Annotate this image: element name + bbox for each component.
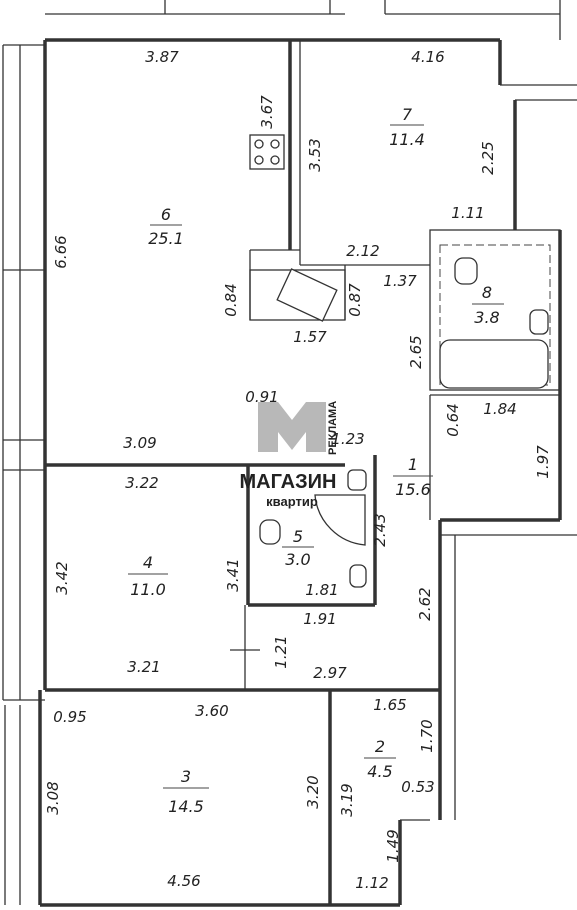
- dimension: 3.19: [338, 783, 356, 816]
- dimension: 3.42: [53, 561, 71, 594]
- dimension: 1.91: [303, 610, 336, 628]
- dimension: 0.91: [245, 388, 278, 406]
- dimension: 1.23: [331, 430, 364, 448]
- dimension-labels: 3.87 4.16 3.67 3.53 2.25 1.11 6.66 2.12 …: [44, 48, 552, 892]
- dimension: 0.84: [222, 283, 240, 316]
- dimension: 1.65: [373, 696, 406, 714]
- logo-mark-icon: [258, 402, 326, 452]
- dimension: 2.25: [479, 141, 497, 174]
- stove-icon: [249, 134, 285, 170]
- room-area: 3.8: [474, 308, 499, 327]
- room-area: 3.0: [285, 550, 310, 569]
- dimension: 3.53: [306, 138, 324, 171]
- room-number: 2: [375, 737, 385, 756]
- dimension: 1.37: [383, 272, 417, 290]
- dimension: 4.16: [411, 48, 444, 66]
- room-number: 6: [161, 205, 171, 224]
- dimension: 3.09: [123, 434, 156, 452]
- logo-side-text: РЕКЛАМА: [327, 401, 339, 455]
- dimension: 0.87: [346, 283, 364, 317]
- dimension: 3.41: [224, 558, 242, 591]
- room-number: 4: [143, 553, 153, 572]
- dimension: 1.12: [355, 874, 388, 892]
- dimension: 2.97: [313, 664, 347, 682]
- dimension: 6.66: [52, 235, 70, 268]
- room-area: 14.5: [168, 797, 204, 816]
- dimension: 1.84: [483, 400, 516, 418]
- dimension: 2.62: [416, 587, 434, 620]
- dimension: 2.43: [371, 513, 389, 546]
- dimension: 1.97: [534, 445, 552, 479]
- room-area: 15.6: [395, 480, 431, 499]
- logo: РЕКЛАМА МАГАЗИН квартир: [240, 401, 339, 509]
- logo-title: МАГАЗИН: [240, 471, 337, 493]
- dimension: 1.49: [384, 829, 402, 862]
- dimension: 3.67: [258, 95, 276, 129]
- dimension: 3.20: [304, 775, 322, 808]
- dimension: 0.64: [444, 403, 462, 436]
- dimension: 4.56: [167, 872, 200, 890]
- dimension: 3.87: [145, 48, 179, 66]
- dimension: 2.65: [407, 335, 425, 368]
- dimension: 2.12: [346, 242, 379, 260]
- dimension: 1.21: [272, 635, 290, 668]
- dimension: 3.08: [44, 781, 62, 814]
- room-number: 5: [293, 527, 303, 546]
- dimension: 0.95: [53, 708, 86, 726]
- dimension: 1.11: [451, 204, 484, 222]
- dimension: 3.22: [125, 474, 158, 492]
- dimension: 0.53: [401, 778, 434, 796]
- logo-subtitle: квартир: [266, 494, 318, 509]
- dimension: 3.21: [127, 658, 160, 676]
- room-area: 11.4: [389, 130, 425, 149]
- room-number: 8: [482, 283, 492, 302]
- room-area: 25.1: [148, 229, 184, 248]
- room-number: 3: [181, 767, 191, 786]
- dimension: 1.70: [418, 719, 436, 752]
- room-number: 1: [408, 455, 418, 474]
- dimension: 3.60: [195, 702, 228, 720]
- dimension: 1.57: [293, 328, 327, 346]
- room-area: 4.5: [367, 762, 392, 781]
- room-area: 11.0: [130, 580, 166, 599]
- dimension: 1.81: [305, 581, 338, 599]
- room-labels: 6 25.1 7 11.4 8 3.8 1 15.6 5 3.0 4 11.0 …: [128, 105, 504, 816]
- room-number: 7: [402, 105, 413, 124]
